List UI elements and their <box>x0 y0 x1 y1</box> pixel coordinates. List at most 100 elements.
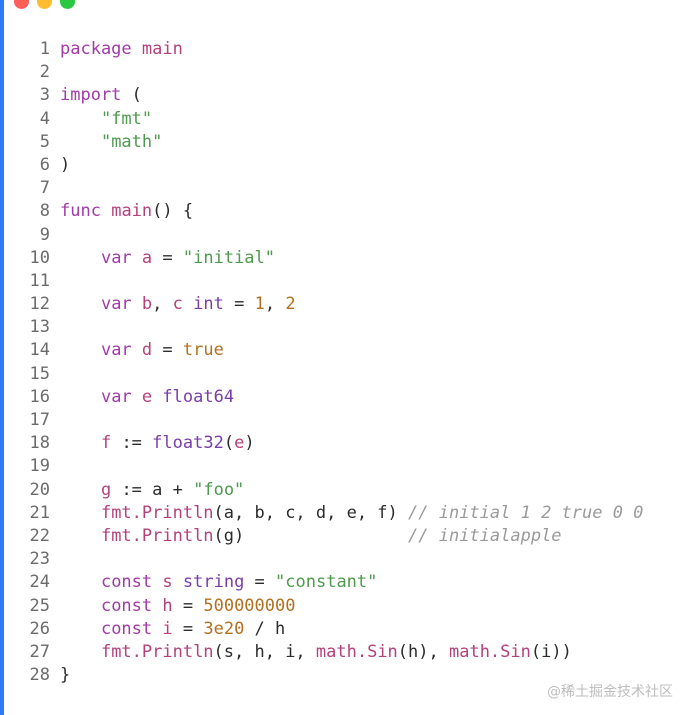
code-token: float32 <box>152 433 224 454</box>
code-token: , <box>264 294 286 315</box>
code-token: "math" <box>100 131 163 152</box>
code-token <box>60 387 101 407</box>
code-token <box>152 387 162 407</box>
code-token <box>173 572 183 592</box>
line-number: 24 <box>29 572 50 593</box>
code-line: 15 <box>0 363 685 386</box>
code-text: const i = 3e20 / h <box>50 618 285 641</box>
code-token <box>60 480 101 500</box>
zoom-window-button[interactable] <box>60 0 75 9</box>
line-number: 10 <box>29 247 50 268</box>
line-number: 5 <box>39 131 50 152</box>
code-token: int <box>193 294 224 315</box>
code-token: "constant" <box>275 572 378 593</box>
code-text: fmt.Println(s, h, i, math.Sin(h), math.S… <box>50 641 572 664</box>
code-text <box>50 177 60 200</box>
code-token: = <box>244 572 276 593</box>
code-token <box>60 294 101 314</box>
code-token: c <box>172 294 183 315</box>
code-token: true <box>182 340 224 361</box>
code-token: 1 <box>254 294 265 315</box>
line-number: 2 <box>39 62 50 83</box>
code-text <box>50 316 60 339</box>
code-text: ) <box>50 154 70 177</box>
code-line: 2 <box>0 61 685 84</box>
code-token <box>60 526 101 546</box>
code-text: package main <box>50 38 183 61</box>
code-token <box>132 294 142 314</box>
code-token: ) <box>60 154 71 175</box>
code-line: 22 fmt.Println(g) // initialapple <box>0 525 685 548</box>
code-token <box>60 248 101 268</box>
code-token: "fmt" <box>100 108 153 129</box>
code-token: main <box>111 201 153 222</box>
code-token <box>60 132 101 152</box>
code-token: a + <box>152 479 194 500</box>
code-token <box>60 596 101 616</box>
code-text: const s string = "constant" <box>50 571 377 594</box>
code-token: = <box>172 618 204 639</box>
line-number: 12 <box>29 294 50 315</box>
line-number: 27 <box>29 641 50 662</box>
code-token: () { <box>152 201 194 222</box>
code-token <box>60 572 101 592</box>
code-line: 13 <box>0 316 685 339</box>
code-token: g <box>100 479 112 500</box>
line-number: 3 <box>39 85 50 106</box>
code-line: 27 fmt.Println(s, h, i, math.Sin(h), mat… <box>0 641 685 664</box>
code-text: fmt.Println(g) // initialapple <box>50 525 562 548</box>
code-token: package <box>60 39 132 59</box>
code-text: var b, c int = 1, 2 <box>50 293 296 316</box>
code-token: e <box>234 433 245 454</box>
code-token <box>152 596 162 616</box>
line-number: 25 <box>29 595 50 616</box>
code-token: := <box>111 479 153 500</box>
close-window-button[interactable] <box>14 0 29 9</box>
line-number: 20 <box>29 479 50 500</box>
watermark-text: @稀土掘金技术社区 <box>547 684 673 700</box>
code-text <box>50 455 60 478</box>
code-token: fmt.Println <box>100 502 214 523</box>
line-number: 9 <box>39 224 50 245</box>
code-token <box>60 642 101 662</box>
line-number: 14 <box>29 340 50 361</box>
code-text: g := a + "foo" <box>50 479 244 502</box>
code-token: = <box>223 294 255 315</box>
code-token: fmt.Println <box>100 525 214 546</box>
code-text <box>50 363 60 386</box>
line-number: 13 <box>29 317 50 338</box>
code-token: const <box>100 572 153 593</box>
code-token: var <box>100 340 132 361</box>
code-line: 19 <box>0 455 685 478</box>
code-token: / h <box>244 618 286 639</box>
code-token: := <box>111 433 153 454</box>
line-number: 28 <box>29 665 50 686</box>
code-text: var e float64 <box>50 386 234 409</box>
code-token <box>60 109 101 129</box>
code-token: h <box>162 595 173 616</box>
code-text: fmt.Println(a, b, c, d, e, f) // initial… <box>50 502 643 525</box>
line-number: 4 <box>39 108 50 129</box>
code-line: 18 f := float32(e) <box>0 432 685 455</box>
code-token: = <box>152 340 183 361</box>
code-text <box>50 270 60 293</box>
code-line: 11 <box>0 270 685 293</box>
line-number: 21 <box>29 502 50 523</box>
code-token: d <box>141 340 153 361</box>
code-line: 5 "math" <box>0 131 685 154</box>
code-token: fmt.Println <box>100 641 214 662</box>
code-text: var a = "initial" <box>50 247 275 270</box>
minimize-window-button[interactable] <box>37 0 52 9</box>
code-token: 2 <box>285 294 296 315</box>
code-line: 21 fmt.Println(a, b, c, d, e, f) // init… <box>0 502 685 525</box>
code-token: // initial 1 2 true 0 0 <box>408 502 644 523</box>
code-token <box>132 248 142 268</box>
code-token: s <box>162 572 173 593</box>
line-number: 15 <box>29 363 50 384</box>
code-line: 25 const h = 500000000 <box>0 595 685 618</box>
code-text: import ( <box>50 84 142 107</box>
code-token <box>101 201 111 221</box>
code-token: (i)) <box>530 641 572 662</box>
